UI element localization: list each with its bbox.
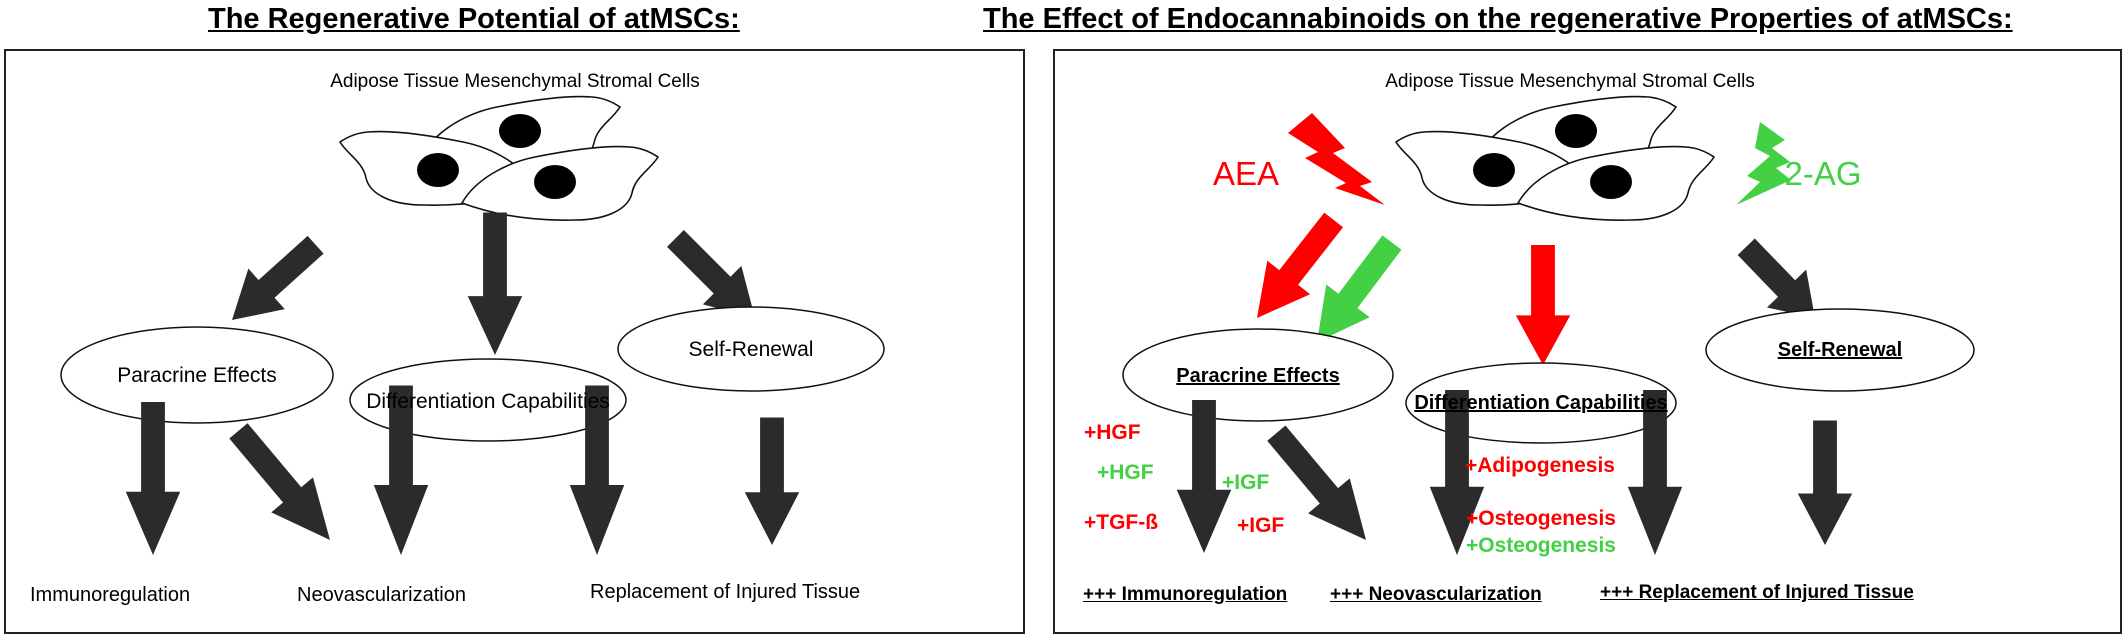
factor-igf-red: +IGF bbox=[1237, 514, 1285, 537]
aea-label: AEA bbox=[1212, 155, 1280, 192]
ellipse-self-renewal bbox=[617, 306, 885, 392]
left-cells-label: Adipose Tissue Mesenchymal Stromal Cells bbox=[330, 71, 700, 92]
factor-hgf-green: +HGF bbox=[1097, 461, 1154, 484]
left-self-renewal-label: Self-Renewal bbox=[688, 338, 814, 361]
right-cells-label: Adipose Tissue Mesenchymal Stromal Cells bbox=[1385, 71, 1755, 92]
two-ag-label: 2-AG bbox=[1784, 155, 1862, 192]
cell-top bbox=[1479, 95, 1677, 171]
right-immunoregulation-label: +++ Immunoregulation bbox=[1083, 584, 1288, 605]
left-immunoregulation-label: Immunoregulation bbox=[30, 584, 191, 606]
ellipse-paracrine bbox=[1122, 328, 1394, 422]
cell-right bbox=[1517, 145, 1715, 221]
factor-hgf-red: +HGF bbox=[1084, 421, 1141, 444]
cell-right bbox=[461, 145, 659, 221]
arrow-to-differentiation bbox=[1515, 245, 1571, 365]
ellipse-differentiation bbox=[1405, 362, 1677, 444]
left-differentiation-label: Differentiation Capabilities bbox=[366, 390, 610, 413]
arrow-to-replacement bbox=[744, 417, 800, 545]
aea-lightning-icon bbox=[1288, 113, 1385, 205]
arrow-to-differentiation bbox=[467, 212, 523, 355]
cell-top bbox=[423, 95, 621, 171]
right-paracrine-label: Paracrine Effects bbox=[1176, 365, 1340, 387]
right-neovascularization-label: +++ Neovascularization bbox=[1330, 584, 1542, 605]
left-panel-title: The Regenerative Potential of atMSCs: bbox=[208, 3, 740, 35]
cell-left bbox=[1395, 130, 1593, 206]
two-ag-lightning-icon bbox=[1736, 122, 1791, 205]
right-self-renewal-label: Self-Renewal bbox=[1777, 339, 1903, 361]
factor-osteogenesis-green: +Osteogenesis bbox=[1466, 534, 1616, 557]
arrow-to-immunoregulation bbox=[125, 402, 181, 555]
left-cells bbox=[339, 95, 659, 221]
ellipse-differentiation bbox=[349, 358, 627, 442]
right-differentiation-label: Differentiation Capabilities bbox=[1414, 392, 1668, 414]
ellipse-paracrine bbox=[60, 326, 334, 424]
right-cells bbox=[1395, 95, 1715, 221]
left-replacement-label: Replacement of Injured Tissue bbox=[590, 581, 861, 603]
factor-igf-green: +IGF bbox=[1222, 471, 1270, 494]
right-panel-title: The Effect of Endocannabinoids on the re… bbox=[983, 3, 2013, 35]
factor-tgf-red: +TGF-ß bbox=[1084, 511, 1159, 534]
left-paracrine-label: Paracrine Effects bbox=[117, 364, 277, 387]
right-replacement-label: +++ Replacement of Injured Tissue bbox=[1600, 582, 1914, 603]
factor-osteogenesis-red: +Osteogenesis bbox=[1466, 507, 1616, 530]
factor-adipogenesis-red: +Adipogenesis bbox=[1465, 454, 1615, 477]
arrow-to-neovascularization-1 bbox=[217, 413, 351, 558]
left-neovascularization-label: Neovascularization bbox=[297, 584, 466, 606]
arrow-to-replacement bbox=[1797, 420, 1853, 545]
cell-left bbox=[339, 130, 537, 206]
ellipse-self-renewal bbox=[1705, 308, 1975, 392]
arrow-to-paracrine bbox=[213, 224, 334, 341]
